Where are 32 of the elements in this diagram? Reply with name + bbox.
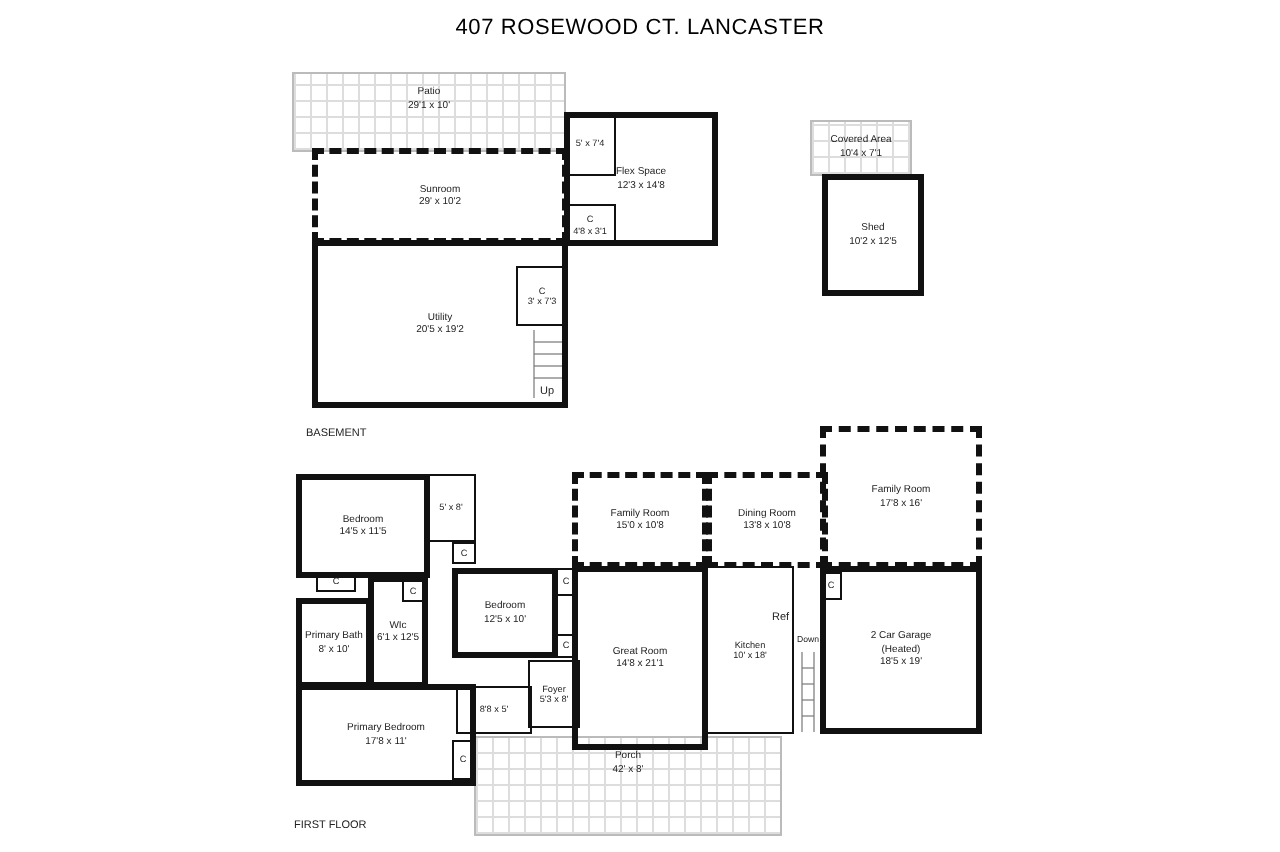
room: [706, 472, 828, 568]
room: [822, 174, 924, 296]
closet: [556, 634, 576, 658]
room: [296, 474, 430, 578]
closet: [516, 266, 568, 326]
room: [368, 576, 428, 688]
room: [820, 566, 982, 734]
room: [296, 684, 476, 786]
closet: [452, 740, 474, 780]
room: [572, 472, 708, 568]
porch-area: [474, 736, 782, 836]
closet: [564, 204, 616, 246]
bathroom: [456, 686, 532, 734]
room: [452, 568, 558, 658]
room: [820, 426, 982, 568]
bathroom: [426, 474, 476, 542]
patio-area: [292, 72, 566, 152]
room: [312, 240, 568, 408]
room: [572, 566, 708, 750]
bathroom: [564, 112, 616, 176]
room: [564, 112, 718, 246]
room: [706, 566, 794, 734]
closet: [402, 580, 424, 602]
plan-title: 407 ROSEWOOD CT. LANCASTER: [453, 16, 827, 40]
closet: [820, 572, 842, 600]
closet: [316, 572, 356, 592]
covered-area: [810, 120, 912, 176]
room: [312, 148, 568, 244]
closet: [452, 542, 476, 564]
closet: [556, 568, 576, 596]
room: [296, 598, 372, 688]
room: [528, 660, 580, 728]
